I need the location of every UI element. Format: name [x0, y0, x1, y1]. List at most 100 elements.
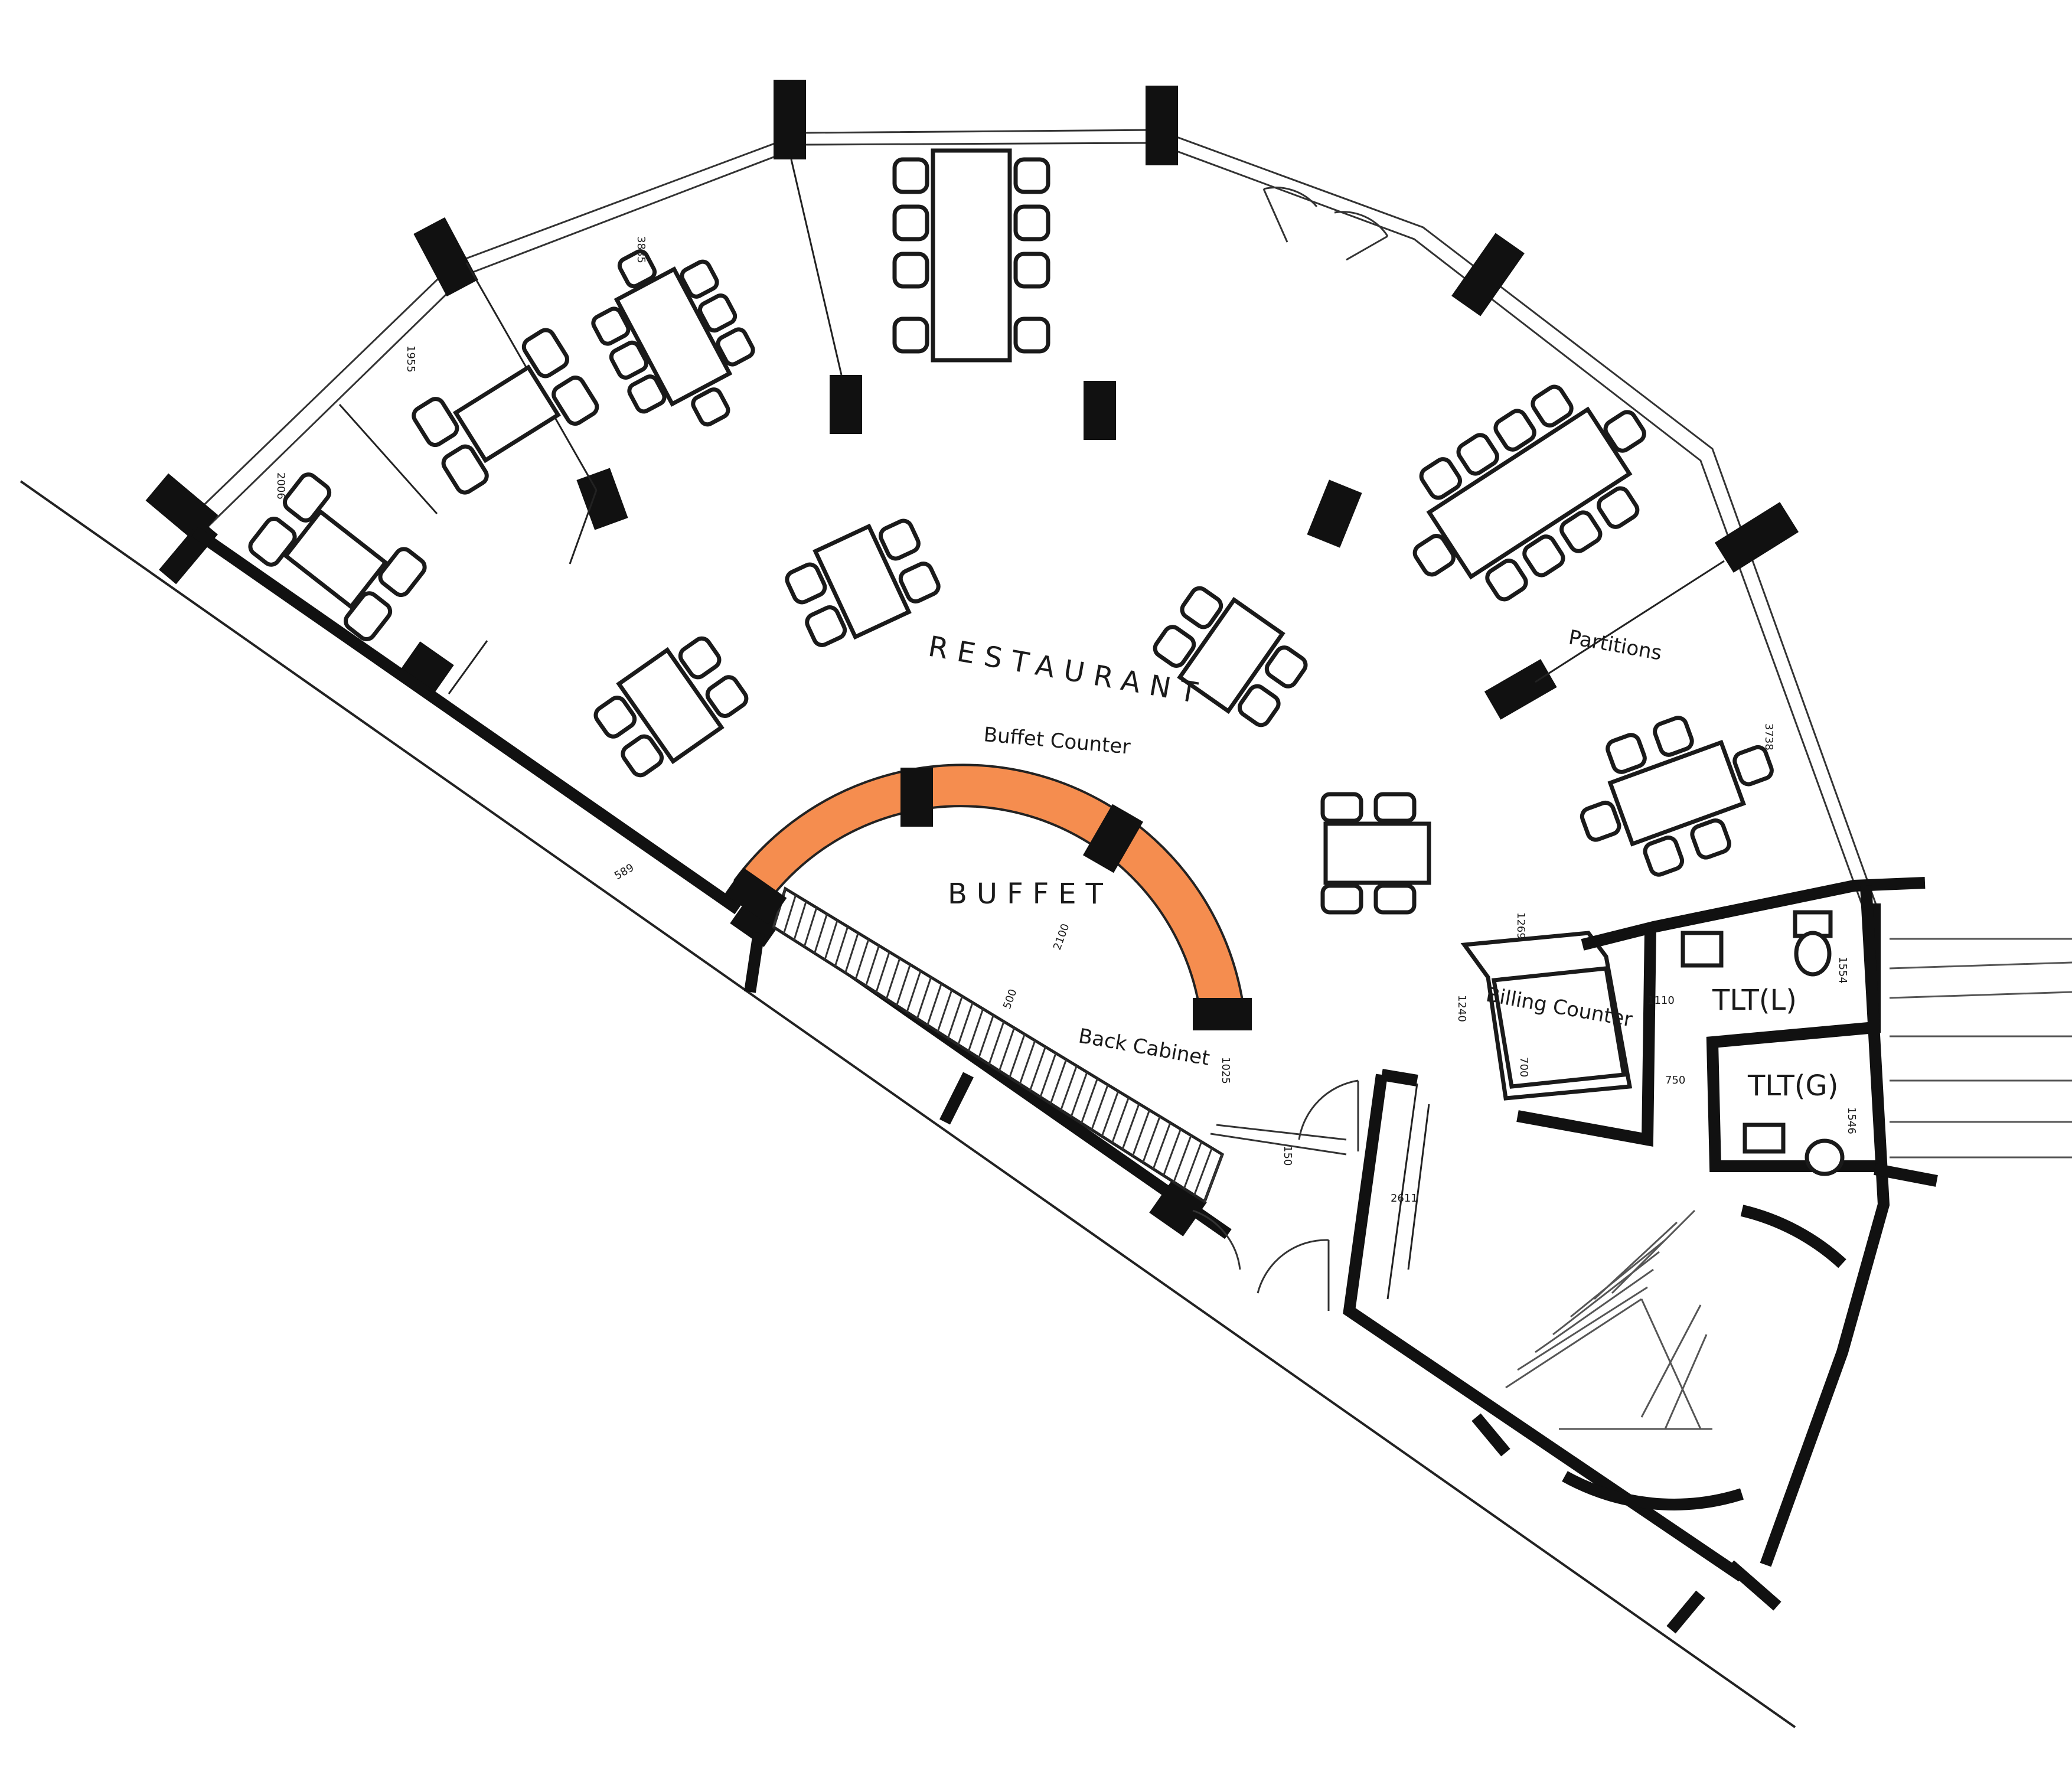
cabinet-hatch-line — [1193, 1147, 1213, 1196]
dim-2006: 2006 — [275, 472, 287, 500]
cabinet-hatch-line — [854, 939, 870, 980]
cabinet-hatch-line — [834, 926, 849, 967]
cabinet-hatch-line — [988, 1021, 1005, 1065]
cabinet-hatch-line — [967, 1009, 984, 1052]
exterior-steps — [1889, 938, 2072, 1159]
column — [576, 468, 628, 530]
cabinet-hatch-line — [937, 989, 953, 1032]
cabinet-hatch-line — [1173, 1135, 1192, 1183]
cabinet-hatch-line — [1101, 1091, 1120, 1137]
table-4-seater — [1153, 586, 1308, 727]
wc-bowl — [1794, 931, 1832, 977]
partition — [569, 490, 598, 565]
buffet-counter — [725, 763, 1252, 1030]
dim-700: 700 — [1518, 1057, 1530, 1077]
cabinet-hatch-line — [906, 970, 922, 1013]
label-toilet-ladies: TLT(L) — [1712, 984, 1797, 1017]
staircase — [1505, 1209, 1712, 1430]
site-boundary-line — [19, 480, 1796, 1728]
cabinet-hatch-line — [1029, 1046, 1046, 1091]
column — [774, 80, 806, 159]
column — [1714, 502, 1799, 573]
dim-2100: 2100 — [1051, 922, 1072, 951]
cabinet-hatch-line — [1091, 1084, 1109, 1130]
billing-counter — [1460, 931, 1633, 1101]
wash-basin — [1681, 931, 1724, 968]
table-4-seater — [412, 328, 599, 495]
table-6-seater — [591, 249, 755, 427]
cabinet-hatch-line — [865, 945, 880, 987]
label-back-cabinet: Back Cabinet — [1076, 1024, 1211, 1070]
cabinet-hatch-line — [1039, 1053, 1057, 1098]
dim-1955: 1955 — [404, 345, 417, 373]
cabinet-hatch-line — [1142, 1116, 1161, 1163]
wc-bowl — [1805, 1138, 1845, 1176]
dim-500: 500 — [1001, 987, 1019, 1010]
table-4-seater — [1320, 792, 1431, 915]
dining-tables — [248, 148, 1774, 915]
interior-doors — [1192, 1079, 1359, 1311]
facade-entrance-doors — [1262, 187, 1389, 261]
table-4-seater — [785, 518, 941, 647]
cabinet-hatch-line — [1070, 1072, 1088, 1117]
dim-3738: 3738 — [1763, 723, 1775, 751]
cabinet-hatch-line — [998, 1027, 1016, 1072]
column — [1084, 381, 1116, 440]
cabinet-hatch-line — [1183, 1141, 1203, 1189]
cabinet-hatch-line — [978, 1014, 994, 1058]
column — [830, 375, 862, 434]
partitions — [338, 159, 1725, 694]
cabinet-hatch-line — [957, 1002, 974, 1045]
dim-1110: 1110 — [1647, 994, 1675, 1007]
cabinet-hatch-line — [947, 996, 963, 1039]
dim-750: 750 — [1665, 1074, 1685, 1086]
cabinet-hatch-line — [803, 907, 818, 947]
dim-1554: 1554 — [1836, 957, 1849, 984]
column — [1307, 479, 1362, 548]
cabinet-hatch-line — [916, 977, 932, 1019]
dim-2611: 2611 — [1391, 1192, 1418, 1205]
partition — [790, 159, 843, 376]
dim-150: 150 — [1281, 1146, 1294, 1166]
cabinet-hatch-line — [1019, 1040, 1036, 1085]
partition — [338, 404, 438, 514]
cabinet-hatch-line — [793, 900, 807, 941]
structural-columns — [145, 80, 1799, 720]
cabinet-hatch-line — [926, 983, 942, 1026]
cabinet-hatch-line — [885, 958, 901, 1000]
cabinet-hatch-line — [1121, 1103, 1140, 1150]
cabinet-hatch-line — [782, 895, 797, 934]
cabinet-hatch-line — [1152, 1122, 1172, 1170]
label-toilet-gents: TLT(G) — [1747, 1069, 1838, 1102]
dim-589: 589 — [612, 862, 636, 882]
partition — [448, 640, 488, 694]
wash-basin — [1743, 1123, 1786, 1154]
dim-1025: 1025 — [1219, 1057, 1232, 1084]
column — [413, 217, 478, 297]
partition — [1535, 560, 1725, 683]
back-cabinet — [772, 886, 1225, 1204]
cabinet-hatch-line — [814, 913, 828, 954]
cabinet-hatch-line — [1203, 1154, 1223, 1202]
cabinet-hatch-line — [1060, 1065, 1078, 1111]
toilet-fixtures — [1681, 910, 1845, 1176]
cabinet-hatch-line — [1131, 1110, 1151, 1157]
label-buffet-counter: Buffet Counter — [983, 723, 1131, 759]
service-core-walls — [1343, 877, 1938, 1634]
table-4-seater — [593, 636, 749, 778]
table-4-seater — [248, 472, 427, 641]
table-6-seater — [1580, 716, 1774, 877]
dim-1240: 1240 — [1456, 995, 1468, 1022]
label-buffet: BUFFET — [948, 877, 1112, 911]
table-10-seater — [1412, 384, 1646, 602]
cabinet-hatch-line — [1111, 1097, 1130, 1143]
table-12-seater — [892, 148, 1050, 363]
cabinet-hatch-line — [1009, 1033, 1026, 1078]
column — [1451, 233, 1525, 317]
dim-1269: 1269 — [1515, 912, 1527, 939]
cabinet-hatch-line — [1163, 1128, 1182, 1176]
dim-1546: 1546 — [1845, 1107, 1858, 1134]
dim-3885: 3885 — [635, 236, 647, 263]
column — [1146, 86, 1178, 165]
